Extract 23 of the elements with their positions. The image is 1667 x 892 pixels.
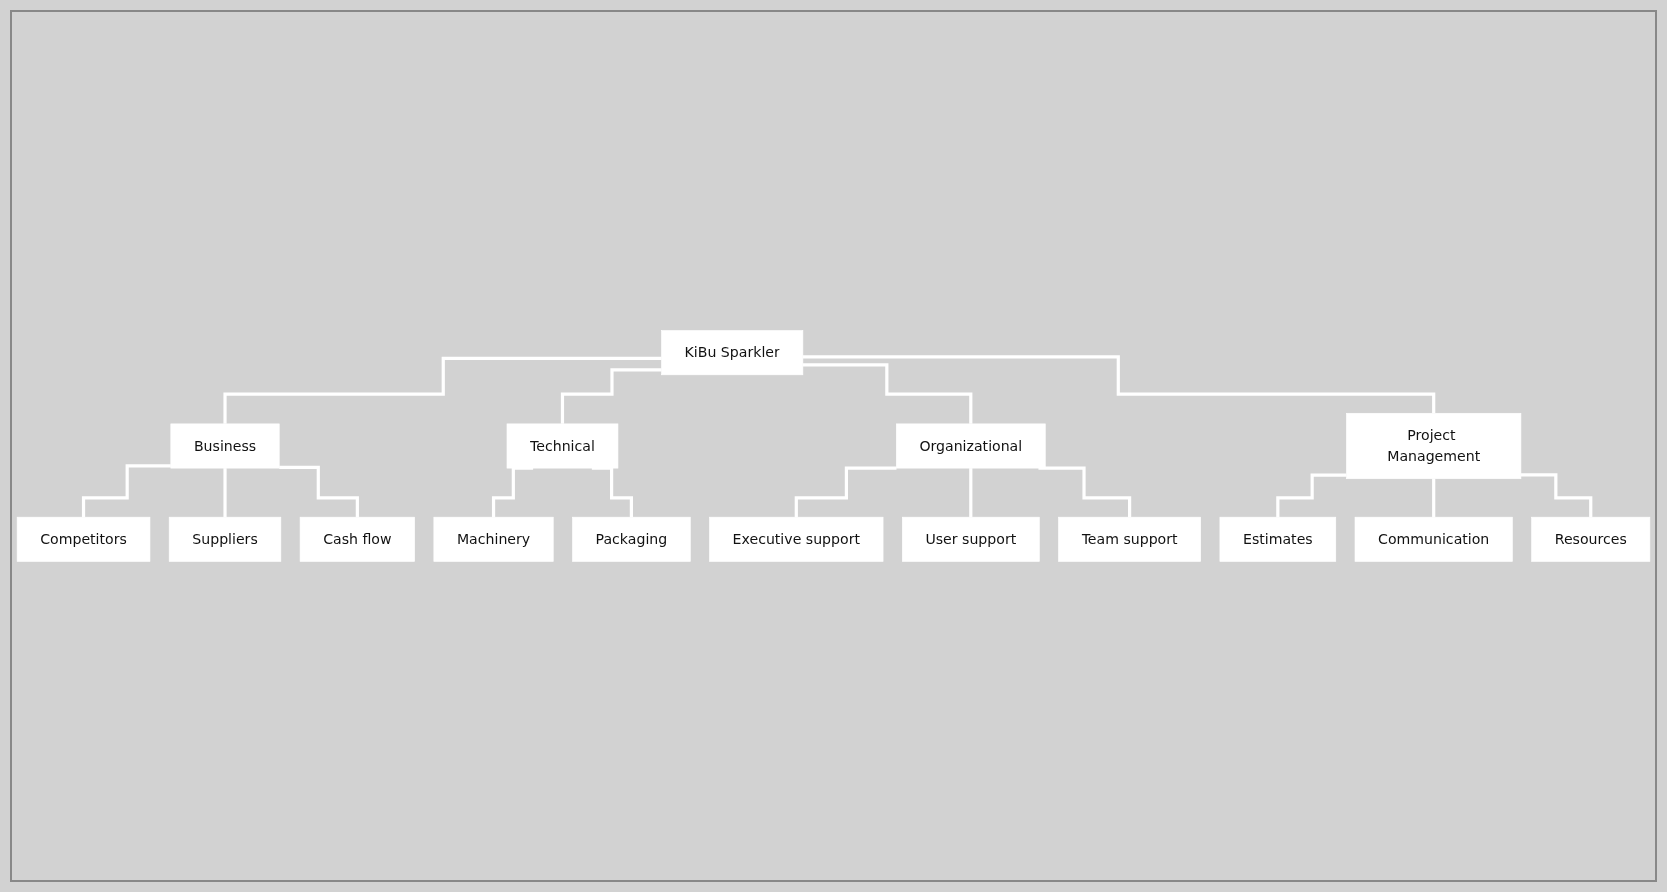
connector	[279, 465, 359, 519]
node-box: Business	[170, 423, 280, 469]
node-box: Team support	[1058, 516, 1201, 562]
node-box: Cash flow	[299, 516, 415, 562]
connector	[1432, 477, 1436, 519]
node-box: Suppliers	[168, 516, 282, 562]
connector	[802, 355, 1436, 415]
node-box: Project Management	[1346, 412, 1522, 480]
node-box: Competitors	[16, 516, 151, 562]
node-box: Estimates	[1219, 516, 1337, 562]
node-box: Organizational	[896, 423, 1046, 469]
node-box: Packaging	[572, 516, 691, 562]
node-box: User support	[902, 516, 1040, 562]
connector	[1276, 473, 1347, 519]
node-box: Resources	[1531, 516, 1651, 562]
node-box: Technical	[506, 423, 619, 469]
connector	[1520, 473, 1593, 519]
node-box: Executive support	[709, 516, 884, 562]
node-box: Communication	[1354, 516, 1513, 562]
connector	[794, 466, 897, 519]
node-box: Machinery	[433, 516, 554, 562]
node-box: KiBu Sparkler	[661, 330, 804, 376]
connector	[81, 464, 171, 519]
